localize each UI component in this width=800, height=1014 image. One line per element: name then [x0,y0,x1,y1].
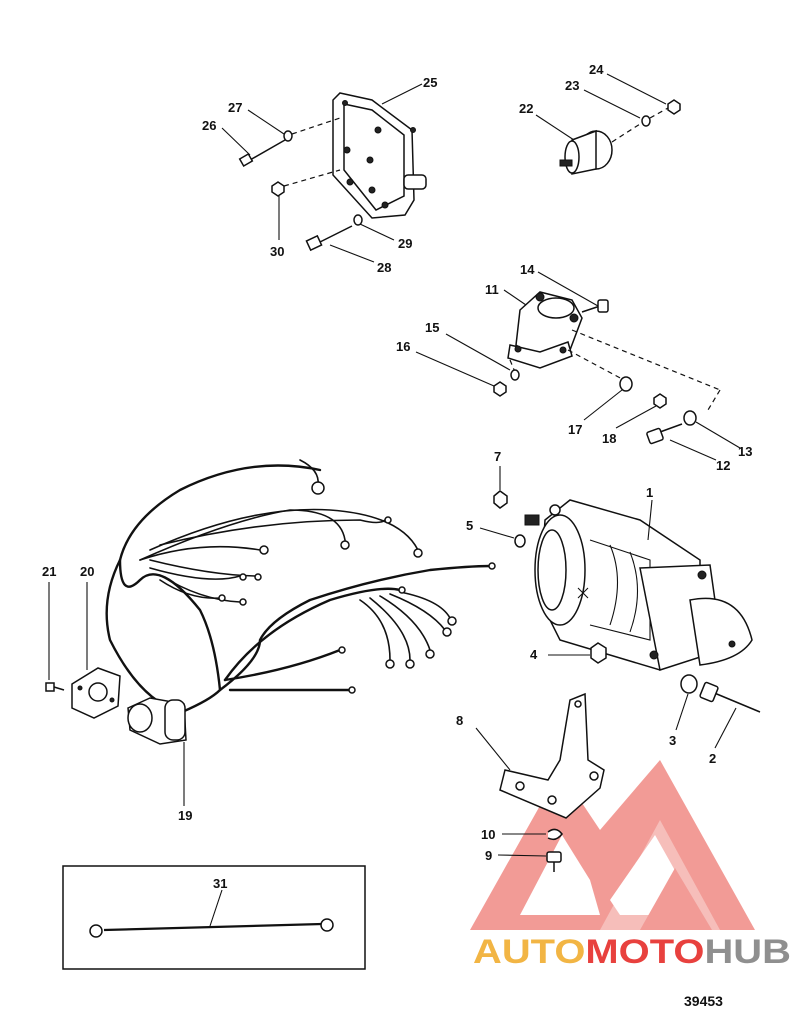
nut-24 [667,99,681,115]
washer-17 [619,376,633,392]
nut-18 [653,393,667,409]
callout-17: 17 [568,422,582,437]
callout-12: 12 [716,458,730,473]
callout-8: 8 [456,713,463,728]
callout-29: 29 [398,236,412,251]
cable-box [62,865,366,970]
washer-3 [680,674,698,694]
bolt-28 [305,225,353,252]
callout-19: 19 [178,808,192,823]
callout-15: 15 [425,320,439,335]
nut-4 [590,642,607,664]
callout-2: 2 [709,751,716,766]
callout-11: 11 [485,282,499,297]
screw-14 [581,299,609,313]
bolt-2 [699,681,761,713]
screw-9 [546,851,562,872]
nut-7 [493,490,508,509]
callout-22: 22 [519,101,533,116]
washer-15 [510,369,520,381]
watermark-logo [470,760,755,930]
callout-20: 20 [80,564,94,579]
callout-5: 5 [466,518,473,533]
callout-1: 1 [646,485,653,500]
nut-30 [271,181,285,197]
callout-27: 27 [228,100,242,115]
callout-3: 3 [669,733,676,748]
bracket-8 [499,692,605,819]
bolt-12 [646,423,683,445]
callout-labels: 1 2 3 4 5 7 8 9 10 11 12 13 14 15 16 17 … [42,62,752,891]
callout-13: 13 [738,444,752,459]
washer-23 [641,115,651,127]
callout-26: 26 [202,118,216,133]
callout-24: 24 [589,62,604,77]
callout-9: 9 [485,848,492,863]
solenoid-11 [507,291,583,369]
washer-27 [283,130,293,142]
callout-31: 31 [213,876,227,891]
cable-31 [89,918,334,938]
washer-29 [353,214,363,226]
callout-25: 25 [423,75,437,90]
wiring-harness-19 [105,459,496,745]
leader-lines [48,73,741,927]
callout-23: 23 [565,78,579,93]
screw-21 [45,682,65,692]
callout-28: 28 [377,260,391,275]
starter-motor-1 [524,499,753,671]
callout-21: 21 [42,564,56,579]
washer-5 [514,534,526,548]
callout-14: 14 [520,262,535,277]
nut-16 [493,381,507,397]
harness-connector [127,697,187,745]
callout-16: 16 [396,339,410,354]
plate-20 [71,667,121,719]
callout-30: 30 [270,244,284,259]
callout-10: 10 [481,827,495,842]
washer-13 [683,410,697,426]
terminal-block-25 [332,92,427,219]
sensor-22 [559,129,613,175]
figure-number: 39453 [684,993,723,1009]
callout-4: 4 [530,647,538,662]
callout-7: 7 [494,449,501,464]
clip-10 [547,828,563,841]
bolt-26 [238,139,286,167]
callout-18: 18 [602,431,616,446]
